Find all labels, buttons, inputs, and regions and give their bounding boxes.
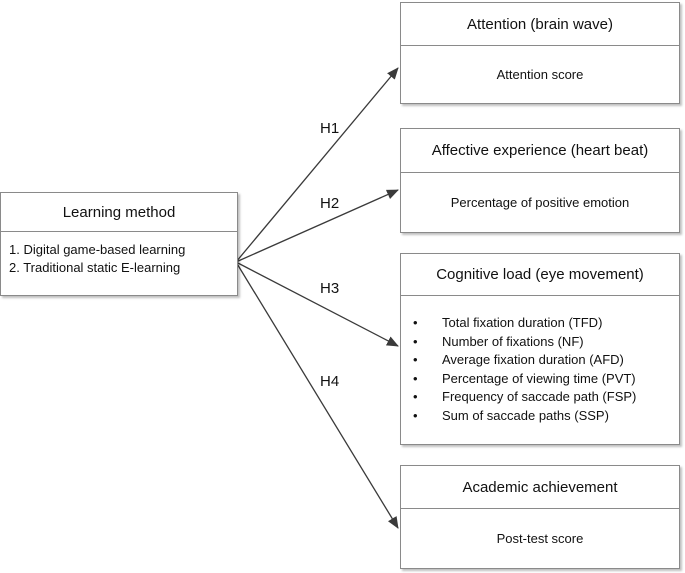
- cognitive-load-title: Cognitive load (eye movement): [401, 254, 679, 296]
- hypothesis-label-h1: H1: [320, 120, 340, 137]
- list-item: Total fixation duration (TFD): [401, 314, 679, 333]
- arrow-h4: [235, 261, 399, 529]
- arrow-h2: [235, 189, 399, 263]
- academic-title: Academic achievement: [401, 466, 679, 509]
- method-item: 1. Digital game-based learning: [9, 242, 186, 257]
- hypothesis-label-h2: H2: [320, 195, 340, 212]
- list-item: Number of fixations (NF): [401, 333, 679, 352]
- academic-measure: Post-test score: [496, 531, 584, 546]
- affective-measure: Percentage of positive emotion: [450, 195, 630, 210]
- attention-box: Attention (brain wave) Attention score: [400, 2, 680, 104]
- affective-title: Affective experience (heart beat): [401, 129, 679, 173]
- arrow-h3: [235, 261, 399, 347]
- affective-box: Affective experience (heart beat) Percen…: [400, 128, 680, 233]
- hypothesis-label-h3: H3: [320, 280, 340, 297]
- cognitive-load-list: Total fixation duration (TFD) Number of …: [401, 296, 679, 425]
- list-item: Average fixation duration (AFD): [401, 351, 679, 370]
- attention-measure: Attention score: [496, 67, 584, 82]
- list-item: Percentage of viewing time (PVT): [401, 370, 679, 389]
- method-item: 2. Traditional static E-learning: [9, 260, 181, 275]
- attention-title: Attention (brain wave): [401, 3, 679, 46]
- learning-method-list: 1. Digital game-based learning 2. Tradit…: [1, 232, 237, 277]
- list-item: Frequency of saccade path (FSP): [401, 388, 679, 407]
- list-item: Sum of saccade paths (SSP): [401, 407, 679, 426]
- learning-method-box: Learning method 1. Digital game-based le…: [0, 192, 238, 296]
- academic-box: Academic achievement Post-test score: [400, 465, 680, 569]
- arrow-h1: [235, 67, 399, 263]
- learning-method-title: Learning method: [1, 193, 237, 232]
- hypothesis-label-h4: H4: [320, 373, 340, 390]
- cognitive-load-box: Cognitive load (eye movement) Total fixa…: [400, 253, 680, 445]
